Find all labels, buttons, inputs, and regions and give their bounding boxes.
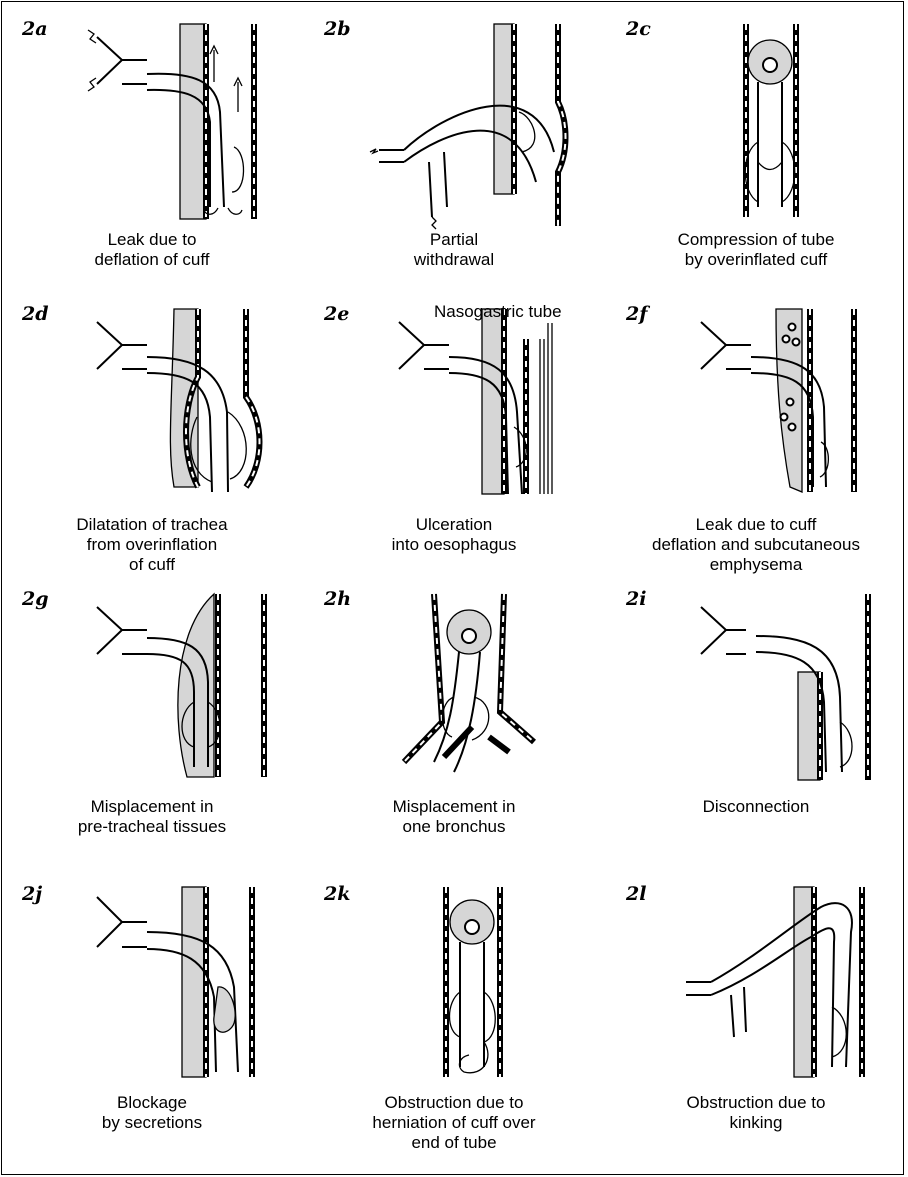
panel-2c: 2c Compression of tube by overinflated c…	[606, 2, 906, 297]
panel-2a-id: 2a	[22, 18, 48, 40]
panel-2b-id: 2b	[324, 18, 351, 40]
panel-2k-caption: Obstruction due to herniation of cuff ov…	[304, 1093, 604, 1153]
panel-2h-id: 2h	[324, 588, 351, 610]
panel-2e: 2e Nasogastric tube Ulceration into oeso…	[304, 287, 604, 582]
panel-2i-id: 2i	[626, 588, 646, 610]
panel-2j-caption: Blockage by secretions	[2, 1093, 302, 1133]
panel-2a-caption: Leak due to deflation of cuff	[2, 230, 302, 270]
panel-2g: 2g Misplacement in pre-tracheal tissues	[2, 572, 302, 867]
panel-2l-id: 2l	[626, 883, 646, 905]
panel-2i: 2i Disconnection	[606, 572, 906, 867]
panel-2h: 2h Misplacement in one bronchus	[304, 572, 604, 867]
panel-2k-id: 2k	[324, 883, 350, 905]
panel-2f-id: 2f	[626, 303, 647, 325]
panel-2b: 2b Partial withdrawal	[304, 2, 604, 297]
panel-2g-id: 2g	[22, 588, 49, 610]
panel-2c-id: 2c	[626, 18, 651, 40]
panel-2a: 2a Leak due to deflation of cuff	[2, 2, 302, 297]
panel-2j-id: 2j	[22, 883, 42, 905]
panel-2k: 2k Obstruction due to herniation of cuff…	[304, 867, 604, 1162]
panel-2l: 2l Obstruction due to kinking	[606, 867, 906, 1162]
panel-2l-caption: Obstruction due to kinking	[606, 1093, 906, 1133]
panel-2j: 2j Blockage by secretions	[2, 867, 302, 1162]
panel-2i-illustration	[606, 572, 906, 867]
panel-2d-id: 2d	[22, 303, 49, 325]
panel-2i-caption: Disconnection	[606, 797, 906, 817]
panel-2f-caption: Leak due to cuff deflation and subcutane…	[606, 515, 906, 575]
panel-2e-id: 2e	[324, 303, 349, 325]
panel-2d-caption: Dilatation of trachea from overinflation…	[2, 515, 302, 575]
panel-2d: 2d Dilatation of trachea from overinflat…	[2, 287, 302, 582]
panel-2f: 2f Leak due to cuff deflation and subcut…	[606, 287, 906, 582]
panel-2h-caption: Misplacement in one bronchus	[304, 797, 604, 837]
panel-2b-caption: Partial withdrawal	[304, 230, 604, 270]
panel-2g-caption: Misplacement in pre-tracheal tissues	[2, 797, 302, 837]
nasogastric-tube-label: Nasogastric tube	[434, 302, 562, 322]
panel-2c-caption: Compression of tube by overinflated cuff	[606, 230, 906, 270]
panel-2e-caption: Ulceration into oesophagus	[304, 515, 604, 555]
